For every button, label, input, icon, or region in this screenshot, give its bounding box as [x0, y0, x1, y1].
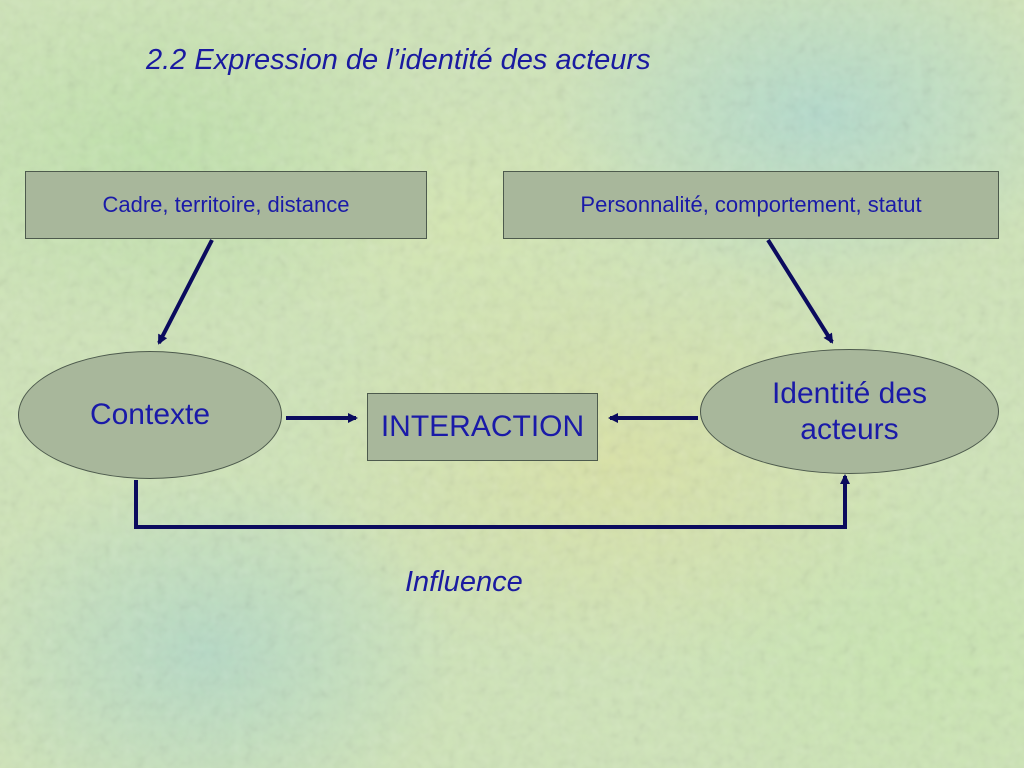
- slide-title: 2.2 Expression de l’identité des acteurs: [146, 44, 651, 76]
- contexte-ellipse: Contexte: [18, 351, 282, 479]
- identite-acteurs-line2: acteurs: [800, 412, 899, 446]
- cadre-territoire-label: Cadre, territoire, distance: [102, 192, 350, 217]
- identite-acteurs-label: Identité des acteurs: [772, 376, 927, 448]
- identite-acteurs-line1: Identité des: [771, 376, 928, 410]
- arrow-cadre-to-contexte: [157, 239, 214, 345]
- influence-label: Influence: [405, 566, 523, 598]
- personnalite-box: Personnalité, comportement, statut: [503, 171, 999, 239]
- interaction-label: INTERACTION: [380, 410, 585, 443]
- interaction-box: INTERACTION: [367, 393, 598, 461]
- contexte-label: Contexte: [89, 398, 211, 431]
- personnalite-label: Personnalité, comportement, statut: [580, 192, 922, 217]
- arrow-personnalite-to-identite: [766, 238, 834, 344]
- cadre-territoire-box: Cadre, territoire, distance: [25, 171, 427, 239]
- identite-acteurs-ellipse: Identité des acteurs: [700, 349, 999, 474]
- arrow-influence-contexte-to-identite: [134, 474, 850, 529]
